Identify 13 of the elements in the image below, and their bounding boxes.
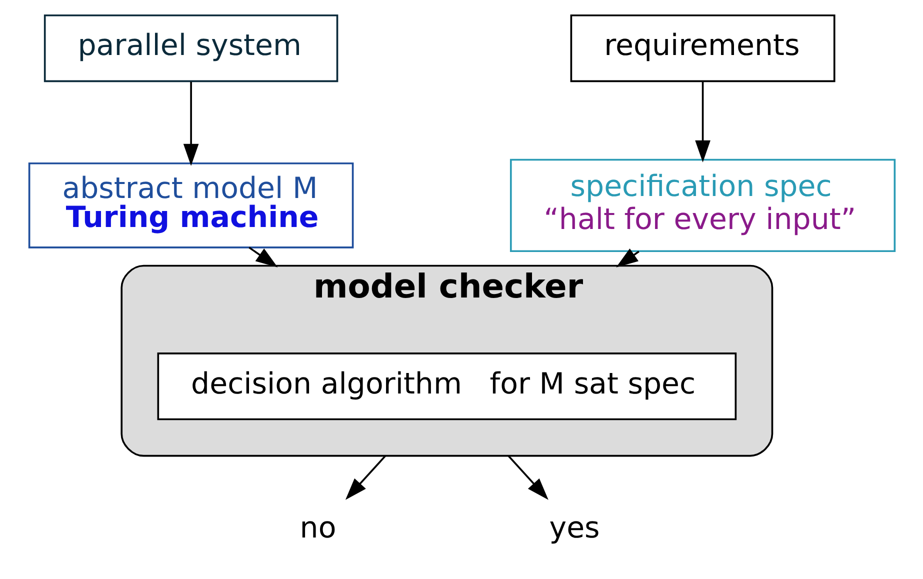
arrow bbox=[344, 455, 386, 500]
node-text: yes bbox=[548, 510, 600, 545]
arrow bbox=[248, 246, 278, 268]
node-box: decision algorithm for M sat spec bbox=[156, 352, 736, 420]
arrow bbox=[507, 455, 548, 500]
arrow bbox=[694, 82, 710, 162]
node-box: abstract model M Turing machine bbox=[28, 162, 354, 248]
arrow bbox=[182, 82, 198, 166]
node-text: no bbox=[299, 510, 336, 545]
arrow bbox=[616, 248, 639, 268]
node-box: requirements bbox=[570, 14, 835, 82]
node-box: specification spec “halt for every input” bbox=[509, 158, 896, 252]
node-box: parallel system bbox=[43, 14, 338, 82]
